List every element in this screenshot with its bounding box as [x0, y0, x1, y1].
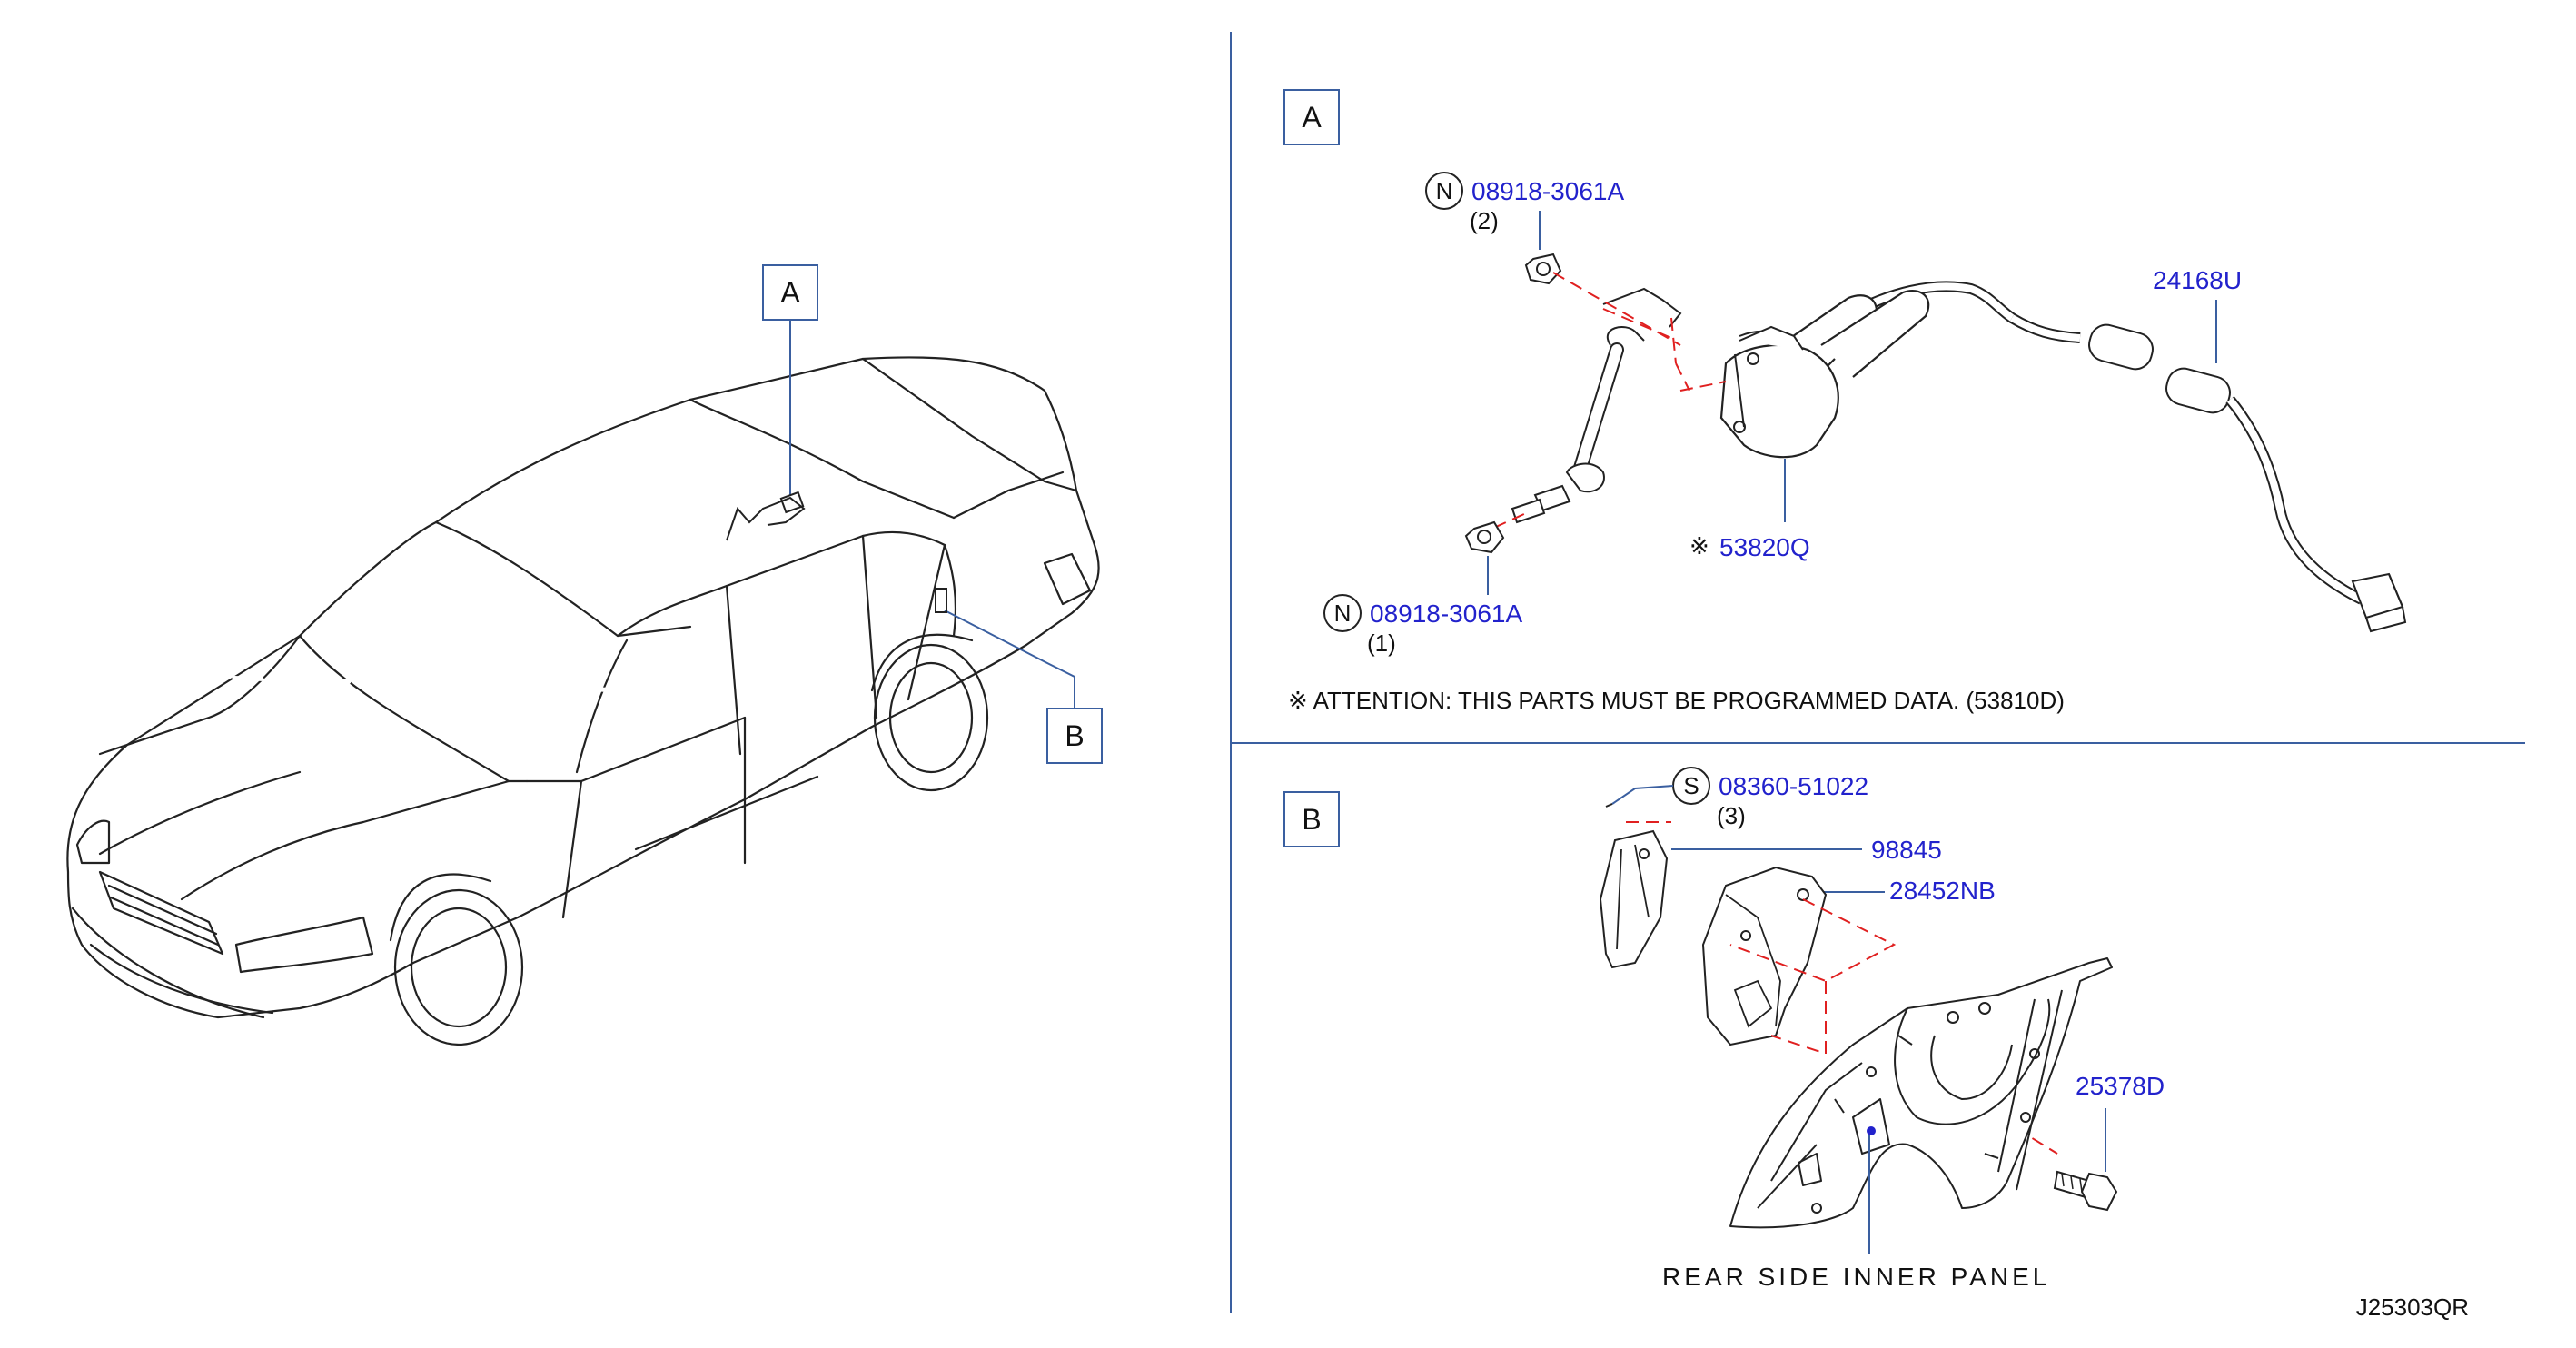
overview-callout-a: A: [762, 264, 818, 495]
screw-symbol: S: [1683, 772, 1699, 799]
attention-note: ※ ATTENTION: THIS PARTS MUST BE PROGRAMM…: [1288, 687, 2065, 714]
overview-callout-a-letter: A: [780, 276, 800, 309]
car-overview-illustration: [66, 356, 1100, 1046]
height-sensor-location-mark: [726, 491, 806, 541]
overview-callout-b: B: [935, 588, 1103, 764]
bracket-98845-number: 98845: [1871, 836, 1942, 864]
sensor-symbol: ※: [1689, 532, 1709, 560]
sensor-number: 53820Q: [1719, 533, 1810, 561]
screw-qty: (3): [1717, 802, 1746, 829]
bolt-number: 25378D: [2076, 1072, 2165, 1100]
overview-callout-b-letter: B: [1065, 719, 1084, 752]
harness-number: 24168U: [2153, 266, 2242, 294]
section-a-box-label: A: [1302, 101, 1322, 134]
nut-upper-symbol: N: [1436, 177, 1453, 204]
part-bracket-28452nb: 28452NB: [1701, 866, 1996, 1046]
part-screw-08360: S 08360-51022 (3): [1605, 767, 1868, 829]
section-dividers: [1230, 32, 2525, 1313]
part-bolt-25378d: 25378D: [2053, 1072, 2165, 1212]
part-nut-lower: N 08918-3061A (1): [1323, 520, 1522, 657]
diagram-code: J25303QR: [2356, 1293, 2469, 1321]
screw-number: 08360-51022: [1719, 772, 1868, 800]
nut-lower-symbol: N: [1334, 600, 1352, 627]
nut-lower-number: 08918-3061A: [1370, 600, 1522, 628]
rear-side-inner-panel: [1729, 957, 2113, 1229]
section-b: B S 08360-51022 (3) 98845 28452NB: [1283, 767, 2165, 1291]
part-harness-24168u: 24168U: [1834, 266, 2407, 633]
part-bracket-98845: 98845: [1599, 829, 1942, 969]
bracket-28452nb-number: 28452NB: [1889, 877, 1996, 905]
section-b-box-label: B: [1302, 803, 1321, 836]
section-a: A N 08918-3061A (2) 24168U: [1283, 89, 2407, 714]
nut-upper-qty: (2): [1470, 207, 1499, 234]
panel-label: REAR SIDE INNER PANEL: [1662, 1263, 2050, 1291]
nut-lower-qty: (1): [1367, 629, 1396, 657]
part-nut-upper: N 08918-3061A (2): [1425, 172, 1624, 285]
part-height-sensor-53820q: ※ 53820Q: [1511, 287, 1930, 561]
nut-upper-number: 08918-3061A: [1471, 177, 1624, 205]
